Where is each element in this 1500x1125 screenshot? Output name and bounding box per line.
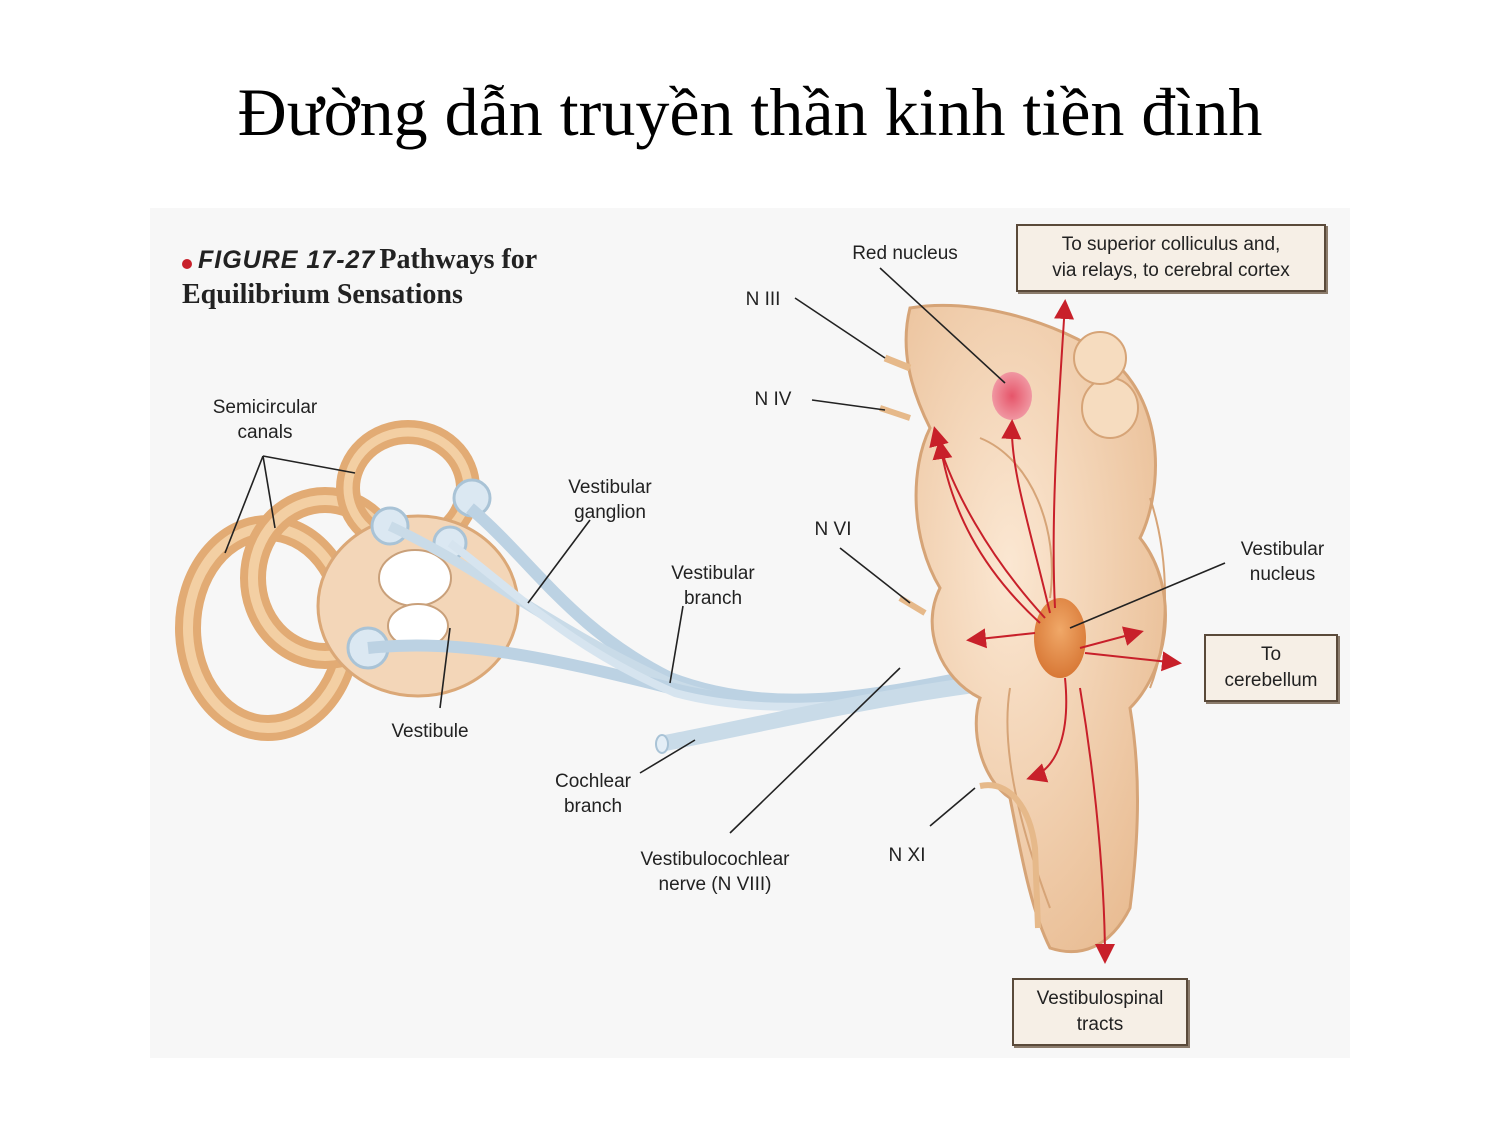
label-vestibulocochlear-nerve: Vestibulocochlear nerve (N VIII) [640,849,790,895]
label-vestibule: Vestibule [391,721,469,742]
figure-caption: FIGURE 17-27 Pathways for Equilibrium Se… [182,242,622,312]
box-to-cerebellum: To cerebellum [1204,634,1338,702]
label-n-xi: N XI [888,845,926,866]
label-n-vi: N VI [814,519,852,540]
label-vestibular-nucleus: Vestibular nucleus [1240,539,1325,585]
label-vestibular-branch: Vestibular branch [671,563,755,609]
caption-bullet-icon [182,259,192,270]
label-n-iv: N IV [754,389,792,410]
red-nucleus-shape [992,372,1032,420]
box-superior-colliculus: To superior colliculus and, via relays, … [1016,224,1326,292]
label-vestibular-ganglion: Vestibular ganglion [568,477,652,523]
figure-caption-text: Pathways for Equilibrium Sensations [182,244,537,310]
vestibular-nucleus-shape [1034,598,1086,678]
anatomy-illustration [150,208,1350,1058]
pathway-arrows [929,299,1182,964]
brain-stem [879,304,1167,954]
slide-title: Đường dẫn truyền thần kinh tiền đình [237,74,1263,150]
leader-lines [224,267,1226,834]
figure: FIGURE 17-27 Pathways for Equilibrium Se… [150,208,1350,1058]
figure-number: FIGURE 17-27 [198,246,376,274]
label-cochlear-branch: Cochlear branch [554,771,632,817]
box-vestibulospinal-tracts: Vestibulospinal tracts [1012,978,1188,1046]
label-red-nucleus: Red nucleus [852,243,958,264]
label-semicircular-canals: Semicircular canals [212,397,318,443]
label-n-iii: N III [745,289,781,310]
